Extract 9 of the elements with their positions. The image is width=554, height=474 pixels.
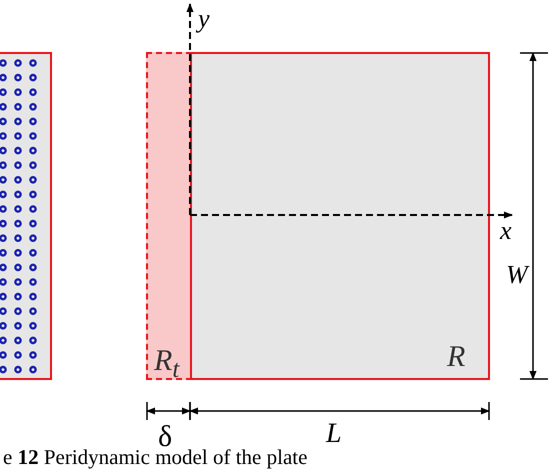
- plate-panel: [0, 52, 52, 380]
- plate-region: [146, 52, 192, 380]
- plate-region: [190, 52, 490, 380]
- dimension-label: L: [326, 420, 342, 448]
- axis-label: x: [500, 218, 512, 244]
- region-label: R: [447, 342, 466, 372]
- axis-label: y: [198, 6, 210, 32]
- dimension-label: W: [506, 262, 528, 288]
- region-label: R$_{t}$: [154, 346, 180, 382]
